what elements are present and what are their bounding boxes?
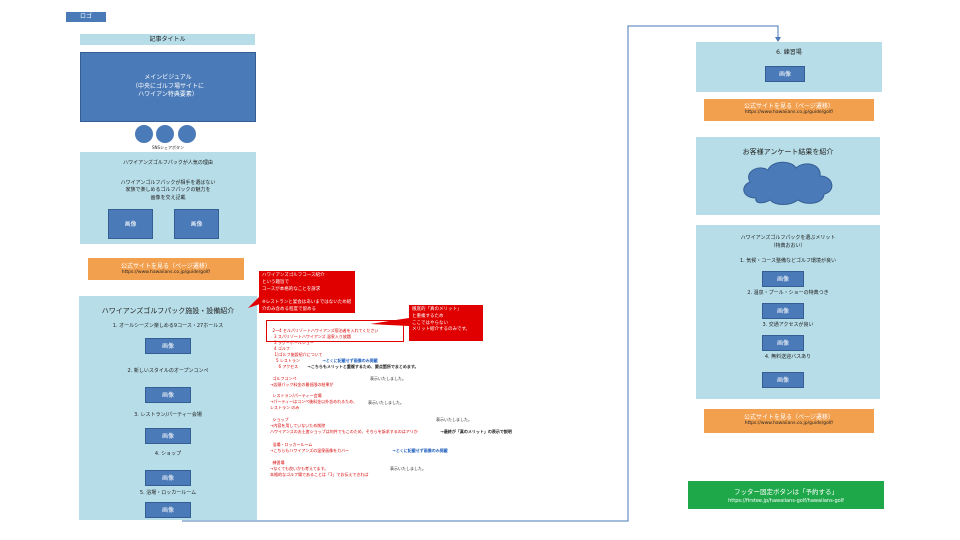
facility-image-2: 画像	[145, 387, 191, 403]
cta-text: 公式サイトを見る（ページ遷移）	[744, 414, 834, 421]
annotation-golf-compe-text: ゴルフコンペ →店頭パック料金の最低限の結果が	[270, 376, 334, 387]
merit-image-4: 画像	[762, 372, 804, 388]
annotation-practice-text: 練習場 →なくても良いかも考えてます。 本格的なゴルフ場であることは「1」でお伝…	[270, 460, 369, 477]
facility-label-4: 4. ショップ	[154, 451, 182, 457]
annotation-access-bold: →こちらもメリットと重複するため、要点箇所でまとめます。	[307, 364, 419, 369]
facility-image-5: 画像	[145, 502, 191, 518]
practice-label: 6. 練習場	[776, 49, 802, 56]
annotation-pointer	[248, 296, 260, 308]
merit-label-4: 4. 無料送迎バスあり	[764, 354, 812, 360]
annotation-golf-compe-tail: 表示いたしました。	[370, 376, 406, 381]
popular-section: ハワイアンズゴルフパックが人気の理由 ハワイアンゴルフパックが相手を選ばない 家…	[80, 152, 256, 244]
annotation-golf-text: 1)ゴルフ施設紹介について 5 レストラン	[274, 352, 323, 363]
cta-official-site-2[interactable]: 公式サイトを見る（ページ遷移） https://www.hawaiians.co…	[704, 99, 874, 121]
annotation-locker-text: 浴場・ロッカールーム →こちらもハワイアンズの温泉画像をカバー	[270, 442, 350, 453]
cta-text: 公式サイトを見る（ページ遷移）	[121, 263, 211, 270]
popular-body: ハワイアンゴルフパックが相手を選ばない 家族で楽しめるゴルフパックの魅力を 画像…	[120, 179, 216, 201]
annotation-practice-tail: 表示いたしました。	[390, 466, 426, 471]
annotation-golf-note: →とくに記載せず画像のみ掲載	[320, 352, 378, 364]
annotation-course-intro: ハワイアンズゴルフコース紹介 という趣旨で コースが本格的なことを訴求 ※レスト…	[259, 271, 355, 313]
facility-label-2: 2. 新しいスタイルのオープンコンペ	[127, 368, 209, 374]
merit-label-1: 1. 気候・コース整備などゴルフ環境が良い	[739, 258, 837, 264]
facility-image-4: 画像	[145, 470, 191, 486]
facility-label-3: 3. レストラン/パーティー会場	[134, 412, 202, 418]
annotation-access-text: 6 アクセス	[274, 364, 299, 369]
survey-heading: お客様アンケート結果を紹介	[742, 148, 834, 156]
cta-url: https://www.hawaiians.co.jp/guide/golf/	[744, 110, 834, 115]
main-visual-text: メインビジュアル （中央にゴルフ場サイトに ハワイアン特典要素）	[131, 74, 204, 99]
annotation-golf-blue: →とくに記載せず画像のみ掲載	[322, 358, 378, 363]
annotation-merit-overlap: 徹底的「真のメリット」 と重複するため ここではやらない メリット紹介するのみで…	[409, 305, 483, 341]
annotation-outline-box: 2〜4 セルパリゾートハワイアンズ宿泊者を入れてください 3 スパリゾートハワイ…	[266, 320, 404, 351]
merit-image-2: 画像	[762, 303, 804, 319]
facility-image-1: 画像	[145, 338, 191, 354]
cloud-icon	[743, 161, 833, 205]
footer-button-text: フッター固定ボタンは「予約する」	[734, 488, 838, 496]
annotation-practice: 練習場 →なくても良いかも考えてます。 本格的なゴルフ場であることは「1」でお伝…	[270, 454, 368, 478]
popular-image-1: 画像	[108, 209, 153, 239]
facility-label-1: 1. オールシーズン楽しめる9コース・27ホールス	[112, 323, 224, 329]
annotation-shop-tail: 表示いたしました。	[436, 417, 472, 422]
footer-button-url: https://firstee.jp/hawaiians-golf/hawaii…	[728, 498, 844, 504]
merit-image-1: 画像	[762, 271, 804, 287]
facilities-heading: ハワイアンズゴルフパック施設・設備紹介	[101, 307, 235, 315]
cta-url: https://www.hawaiians.co.jp/guide/golf/	[744, 421, 834, 426]
facility-image-3: 画像	[145, 428, 191, 444]
merit-label-2: 2. 温泉・プール・ショーの特典つき	[747, 290, 829, 296]
annotation-locker-note: →とくに記載せず画像のみ掲載	[390, 442, 448, 454]
cta-official-site-1[interactable]: 公式サイトを見る（ページ遷移） https://www.hawaiians.co…	[88, 258, 244, 280]
share-icon-2[interactable]	[156, 125, 174, 143]
annotation-golf: 1)ゴルフ施設紹介について 5 レストラン	[272, 346, 323, 364]
annotation-golf-compe: ゴルフコンペ →店頭パック料金の最低限の結果が	[270, 370, 333, 388]
merit-image-3: 画像	[762, 335, 804, 351]
main-visual: メインビジュアル （中央にゴルフ場サイトに ハワイアン特典要素）	[80, 52, 256, 122]
merit-label-3: 3. 交通アクセスが良い	[762, 322, 814, 328]
footer-reserve-button[interactable]: フッター固定ボタンは「予約する」 https://firstee.jp/hawa…	[688, 481, 884, 509]
annotation-locker: 浴場・ロッカールーム →こちらもハワイアンズの温泉画像をカバー	[270, 436, 349, 454]
annotation-shop-bold: →最終が「真のメリット」の表示で説明	[440, 429, 512, 434]
cta-url: https://www.hawaiians.co.jp/guide/golf/	[121, 270, 211, 275]
practice-image: 画像	[765, 66, 805, 82]
annotation-locker-blue: →とくに記載せず画像のみ掲載	[392, 448, 448, 453]
annotation-restaurant: レストラン/パーティー会場 →パーティーはコンペ後料金以外含めれるため、 レスト…	[270, 387, 357, 411]
merits-heading: ハワイアンズゴルフパックを選ぶメリット （特典おおい）	[740, 235, 836, 249]
annotation-shop: ショップ →内容を用していないため削除 ハワイアンズのお土産ショップは何件でもこ…	[270, 411, 418, 435]
annotation-access: 6 アクセス	[272, 358, 299, 370]
share-icon-3[interactable]	[178, 125, 196, 143]
annotation-outline: 2〜4 セルパリゾートハワイアンズ宿泊者を入れてください 3 スパリゾートハワイ…	[272, 328, 379, 351]
annotation-shop-note: →最終が「真のメリット」の表示で説明	[438, 423, 512, 435]
facility-label-5: 5. 浴場・ロッカールーム	[139, 490, 197, 496]
annotation-access-note: →こちらもメリットと重複するため、要点箇所でまとめます。	[305, 358, 419, 370]
annotation-restaurant-tail: 表示いたしました。	[368, 400, 404, 405]
annotation-shop-text: ショップ →内容を用していないため削除 ハワイアンズのお土産ショップは何件でもこ…	[270, 417, 418, 434]
annotation-restaurant-text: レストラン/パーティー会場 →パーティーはコンペ後料金以外含めれるため、 レスト…	[270, 393, 358, 410]
share-buttons-label: SNSシェアボタン	[151, 145, 185, 150]
logo[interactable]: ロゴ	[66, 12, 106, 22]
share-icon-1[interactable]	[135, 125, 153, 143]
cta-text: 公式サイトを見る（ページ遷移）	[744, 103, 834, 110]
article-title: 記事タイトル	[80, 34, 255, 45]
popular-heading: ハワイアンズゴルフパックが人気の理由	[123, 160, 213, 166]
cta-official-site-3[interactable]: 公式サイトを見る（ページ遷移） https://www.hawaiians.co…	[704, 409, 874, 433]
popular-image-2: 画像	[174, 209, 219, 239]
